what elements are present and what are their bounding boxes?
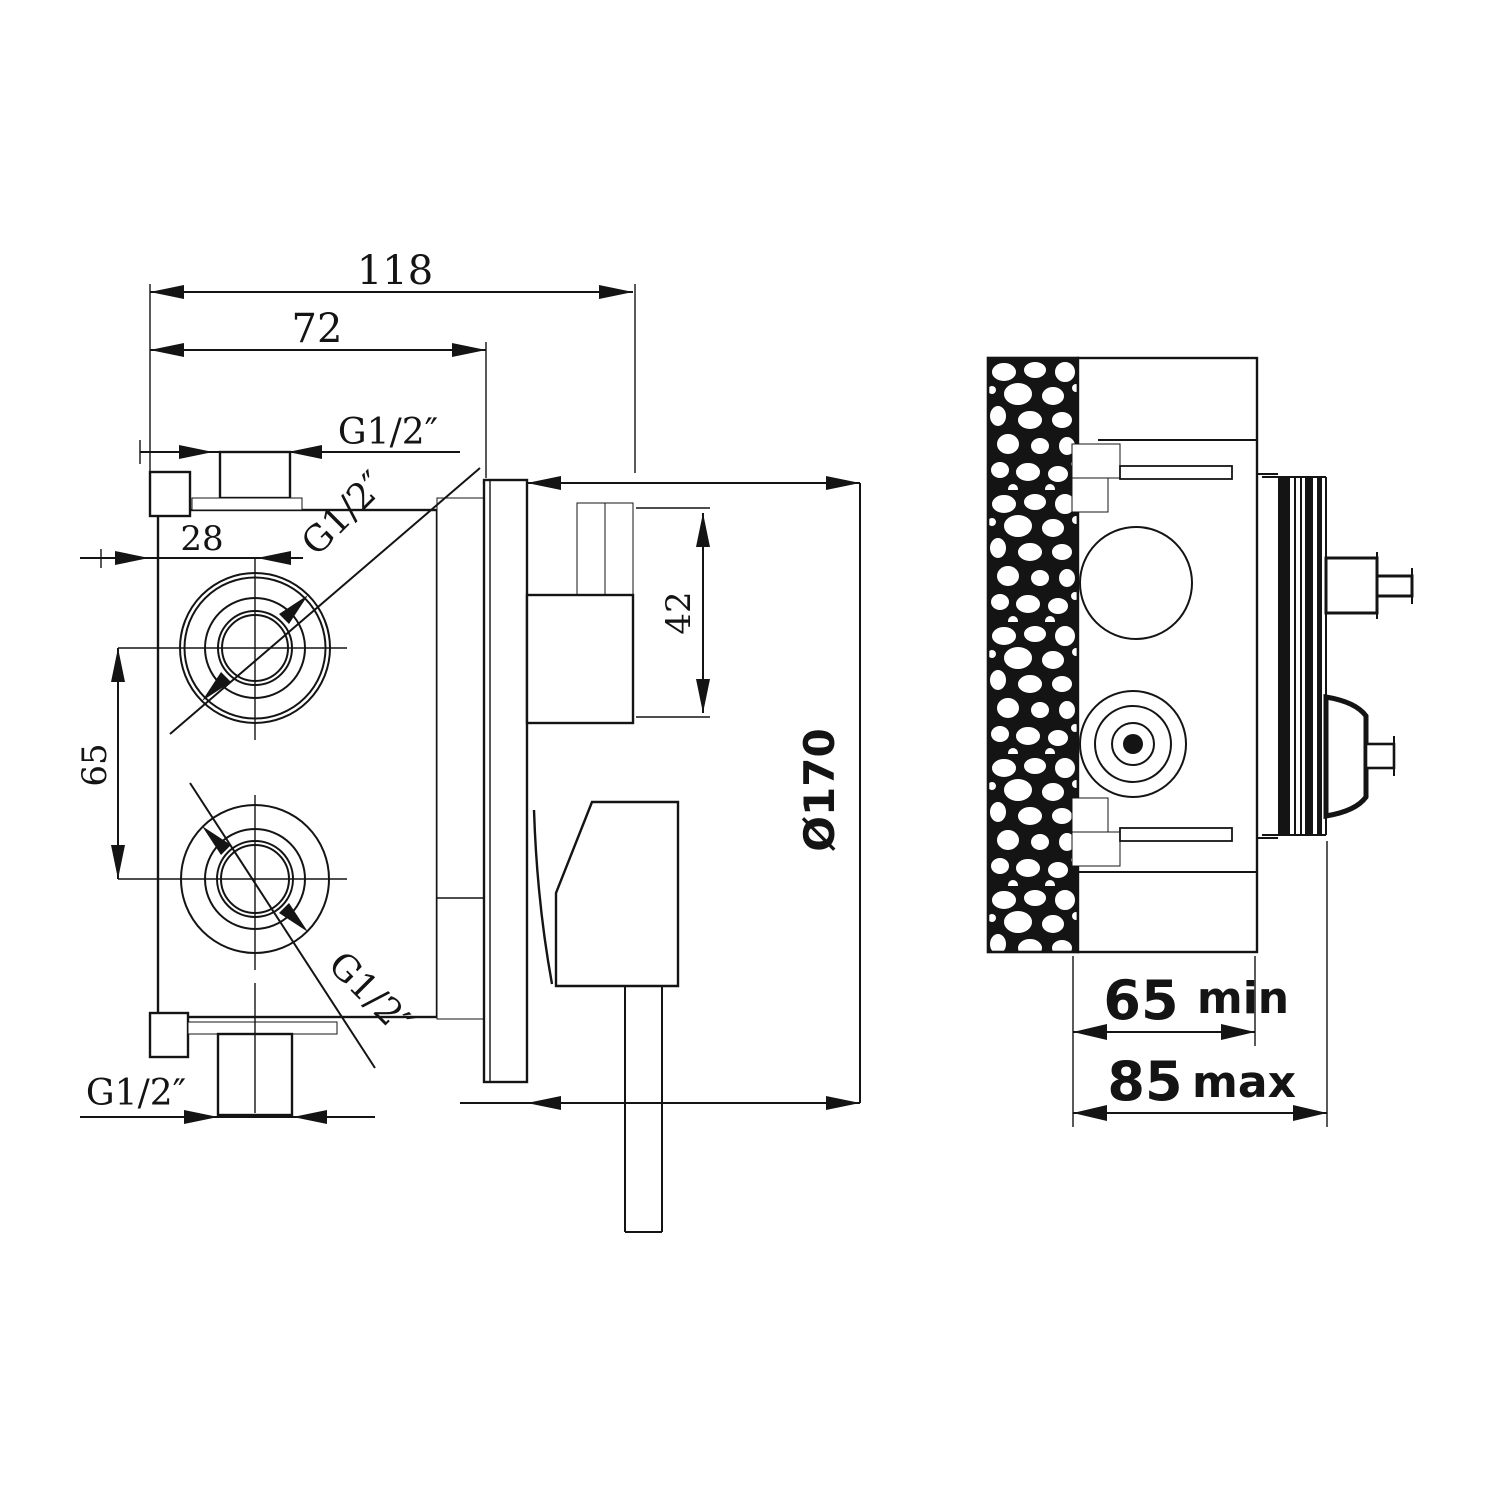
lower-control-ring	[1079, 690, 1187, 798]
dim-85max-unit: max	[1192, 1057, 1296, 1108]
upper-outlet-port	[118, 558, 347, 740]
dim-118-label: 118	[357, 248, 433, 294]
trim-plate-section	[1257, 473, 1327, 839]
dim-42-label: 42	[659, 591, 699, 634]
embedded-valve-body	[1071, 356, 1259, 954]
thermostat-stem	[1323, 694, 1396, 819]
dim-72-label: 72	[292, 306, 343, 352]
dim-65min-unit: min	[1197, 973, 1289, 1024]
dim-85max-value: 85	[1107, 1050, 1182, 1113]
valve-front-view: 118 72 G1/2″ 28	[75, 248, 636, 1124]
dim-170-label: Ø170	[795, 728, 844, 851]
wall-section-view: 65 min 85 max	[986, 356, 1414, 1127]
handle-side	[532, 800, 680, 988]
thread-top-label: G1/2″	[338, 412, 438, 453]
lower-outlet-port	[118, 795, 347, 1113]
cover-plate-side	[482, 478, 529, 1084]
dim-cartridge-depth: 42	[636, 507, 710, 718]
diverter-stem	[1324, 552, 1414, 619]
dim-depth-max: 85 max	[1073, 841, 1328, 1127]
outlet-pipe	[624, 986, 663, 1233]
dim-28-label: 28	[180, 519, 223, 559]
dim-total-width: 118	[149, 248, 636, 473]
dim-port-spacing: 65	[75, 648, 125, 879]
dim-65-label: 65	[75, 743, 115, 786]
dim-port-offset: 28	[80, 519, 303, 568]
valve-side-view: 42 Ø170	[460, 476, 861, 1233]
thread-bottom-label: G1/2″	[86, 1073, 186, 1114]
dim-body-width: 72	[150, 306, 487, 478]
dim-plate-diameter: Ø170	[460, 476, 861, 1110]
wall-hatch	[986, 356, 1080, 954]
dim-thread-top: G1/2″	[139, 412, 460, 464]
dim-thread-bottom: G1/2″	[80, 1073, 375, 1124]
upper-control-ring	[1079, 526, 1193, 640]
dim-depth-min: 65 min	[1072, 956, 1289, 1127]
cartridge-housing	[525, 502, 635, 725]
dim-65min-value: 65	[1103, 969, 1178, 1032]
